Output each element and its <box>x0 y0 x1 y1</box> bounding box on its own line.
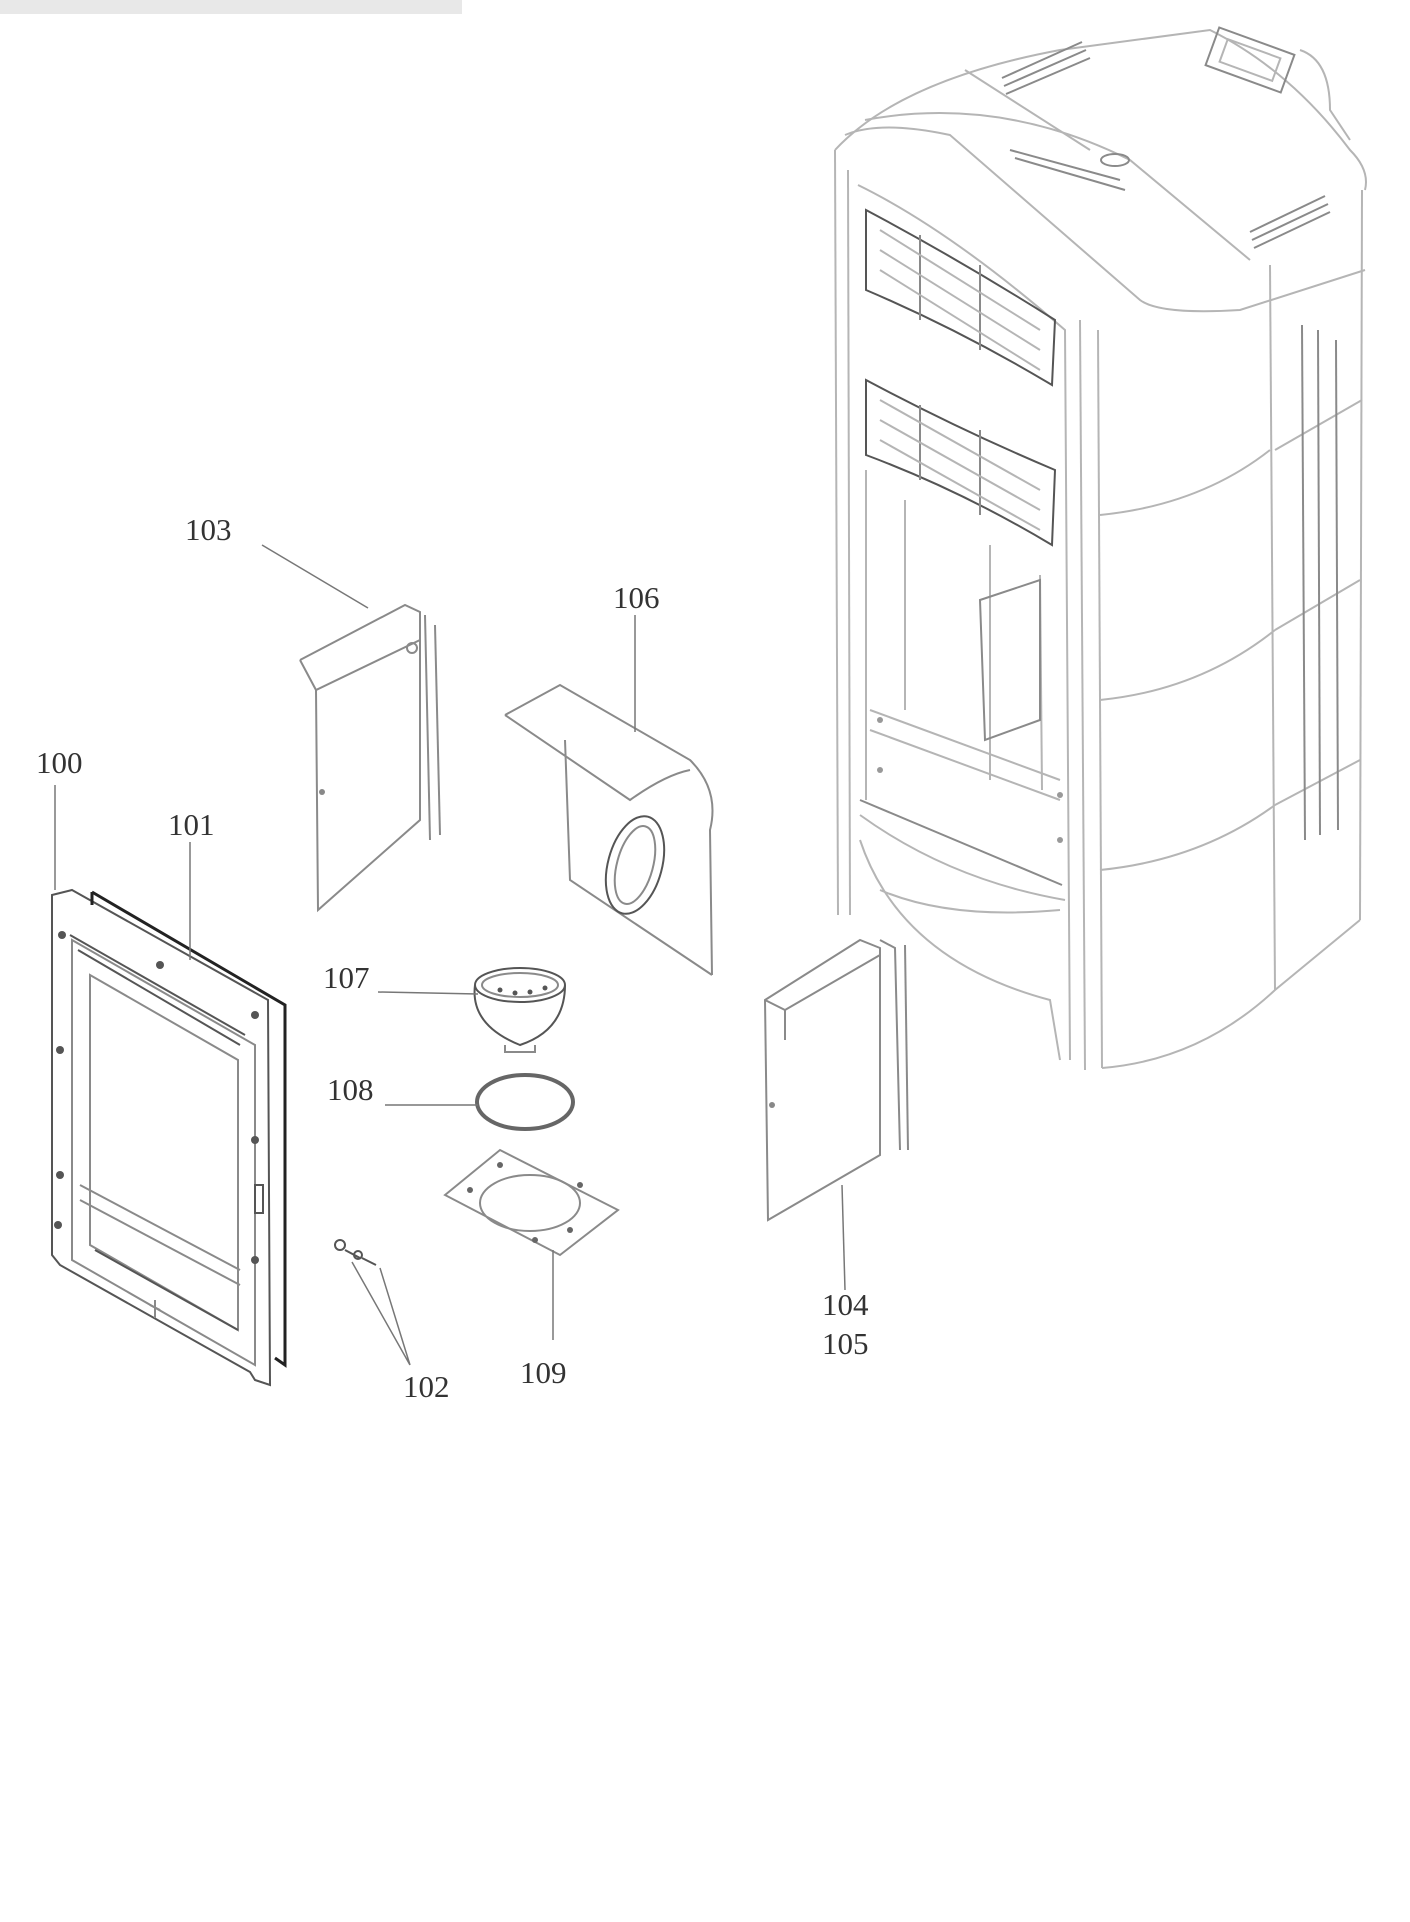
part-100-door-frame <box>51 888 272 1387</box>
label-100: 100 <box>36 745 83 780</box>
part-104-105-side-panel <box>763 938 909 1222</box>
leader-lines <box>54 544 846 1366</box>
top-grey-bar <box>0 0 462 14</box>
leader-102 <box>351 1261 411 1366</box>
label-103: 103 <box>185 512 232 547</box>
lower-grill <box>865 378 1057 547</box>
label-105: 105 <box>822 1326 869 1361</box>
leader-104 <box>841 1184 846 1291</box>
label-101: 101 <box>168 807 215 842</box>
label-108: 108 <box>327 1072 374 1107</box>
upper-grill <box>865 208 1057 387</box>
part-101-gasket <box>90 890 287 1368</box>
leader-107 <box>377 991 479 995</box>
leader-103 <box>261 544 369 609</box>
control-panel <box>1204 26 1296 94</box>
label-102: 102 <box>403 1369 450 1404</box>
part-103-side-panel <box>299 603 441 913</box>
stove-body <box>834 26 1367 1071</box>
label-104: 104 <box>822 1287 869 1322</box>
label-107: 107 <box>323 960 370 995</box>
label-109: 109 <box>520 1355 567 1390</box>
top-vents-left <box>1001 41 1091 95</box>
part-109-flange-plate <box>443 1148 620 1257</box>
part-102-screws <box>334 1239 377 1266</box>
top-vents-right <box>1249 195 1331 249</box>
part-106-deflector <box>504 683 714 976</box>
part-number-labels: 100 101 102 103 104 105 106 107 108 109 <box>36 512 869 1404</box>
part-107-burn-pot <box>473 967 566 1053</box>
label-106: 106 <box>613 580 660 615</box>
part-108-ring-seal <box>475 1073 575 1131</box>
